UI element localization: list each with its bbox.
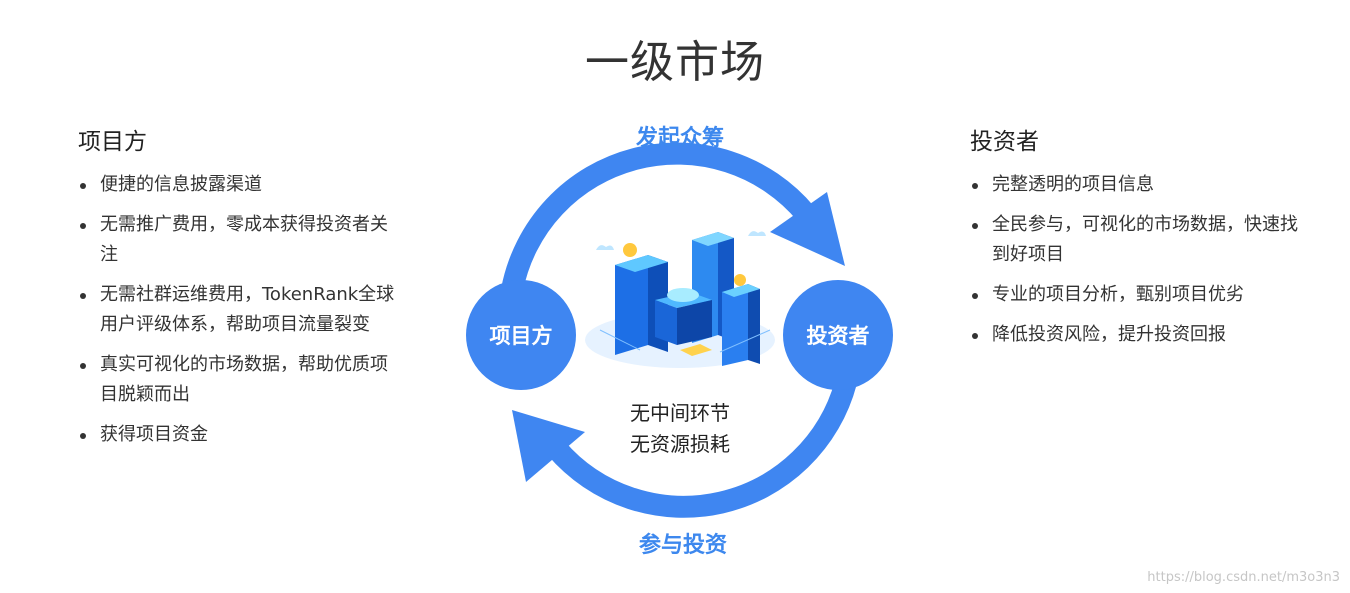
list-item: 无需推广费用，零成本获得投资者关注 [78, 210, 398, 270]
center-caption: 无中间环节 无资源损耗 [560, 398, 800, 460]
list-item: 获得项目资金 [78, 420, 398, 450]
top-arrowhead [770, 192, 845, 266]
list-item: 真实可视化的市场数据，帮助优质项目脱颖而出 [78, 350, 398, 410]
list-item: 全民参与，可视化的市场数据，快速找到好项目 [970, 210, 1310, 270]
node-investor: 投资者 [783, 280, 893, 390]
page-title: 一级市场 [585, 37, 765, 88]
bottom-arrowhead [512, 410, 585, 482]
list-item: 无需社群运维费用，TokenRank全球用户评级体系，帮助项目流量裂变 [78, 280, 398, 340]
center-caption-line-2: 无资源损耗 [630, 432, 730, 456]
list-item: 完整透明的项目信息 [970, 170, 1310, 200]
investor-list: 完整透明的项目信息 全民参与，可视化的市场数据，快速找到好项目 专业的项目分析，… [970, 170, 1310, 350]
project-party-heading: 项目方 [78, 129, 147, 155]
node-project-party: 项目方 [466, 280, 576, 390]
investor-column: 投资者 完整透明的项目信息 全民参与，可视化的市场数据，快速找到好项目 专业的项… [970, 122, 1310, 360]
bottom-cycle-arrow [547, 379, 857, 518]
top-cycle-arrow [501, 142, 815, 293]
project-party-column: 项目方 便捷的信息披露渠道 无需推广费用，零成本获得投资者关注 无需社群运维费用… [78, 122, 398, 460]
list-item: 便捷的信息披露渠道 [78, 170, 398, 200]
blockchain-city-illustration [585, 231, 775, 368]
watermark-url: https://blog.csdn.net/m3o3n3 [1147, 570, 1340, 585]
investor-heading: 投资者 [970, 129, 1039, 155]
cycle-label-top: 发起众筹 [635, 126, 724, 151]
center-caption-line-1: 无中间环节 [630, 401, 730, 425]
list-item: 专业的项目分析，甄别项目优劣 [970, 280, 1310, 310]
cycle-label-bottom: 参与投资 [638, 533, 727, 558]
list-item: 降低投资风险，提升投资回报 [970, 320, 1310, 350]
project-party-list: 便捷的信息披露渠道 无需推广费用，零成本获得投资者关注 无需社群运维费用，Tok… [78, 170, 398, 450]
